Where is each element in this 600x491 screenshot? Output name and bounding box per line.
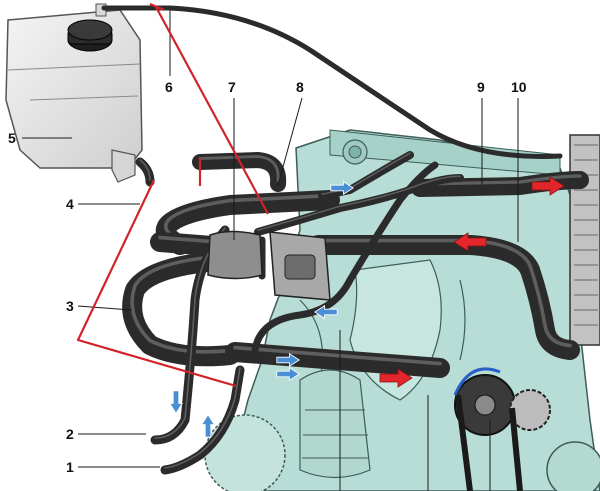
callout-number-5: 5: [8, 130, 16, 146]
water-pump-hub: [474, 394, 496, 416]
timing-belt: [455, 394, 523, 491]
hose-highlight: [154, 227, 226, 439]
leader-line-8: [277, 97, 303, 186]
hot-flow-arrow-icon: [453, 232, 487, 252]
radiator: [569, 134, 600, 346]
hose-highlight: [316, 238, 572, 348]
cold-flow-arrow-icon: [314, 304, 338, 320]
callout-number-3: 3: [66, 298, 74, 314]
expansion-tank-outlet: [111, 149, 136, 183]
thermostat-housing: [207, 230, 331, 301]
hose-highlight: [257, 175, 461, 231]
callout-number-8: 8: [296, 79, 304, 95]
expansion-tank-cap-top: [67, 19, 113, 41]
vent-line-lower: [76, 179, 237, 388]
engine-oil-filter-rib: [302, 409, 369, 459]
hoses: [101, 5, 589, 475]
leader-line-3: [77, 305, 133, 311]
thermostat-body: [207, 230, 263, 280]
hot-flow-arrow-icon: [531, 176, 565, 196]
engine-oil-filter: [299, 369, 371, 479]
hose-highlight: [198, 155, 280, 182]
flow-arrows: [168, 176, 565, 438]
callout-number-4: 4: [66, 196, 74, 212]
callout-number-10: 10: [511, 79, 527, 95]
hose-highlight: [164, 367, 241, 469]
callout-number-2: 2: [66, 426, 74, 442]
hot-flow-arrow-icon: [379, 368, 413, 388]
cold-flow-arrow-icon: [200, 414, 216, 438]
hose-thin-bypass: [254, 174, 464, 236]
oil-filler-cap-inner: [348, 145, 362, 159]
callout-number-7: 7: [228, 79, 236, 95]
hose-upper-short: [192, 152, 287, 192]
hose-highlight: [139, 159, 151, 181]
vent-line-tick: [149, 2, 165, 12]
callout-number-1: 1: [66, 459, 74, 475]
cold-flow-arrow-icon: [330, 180, 354, 196]
hose-highlight: [233, 345, 442, 366]
cold-flow-arrow-icon: [276, 366, 300, 382]
leader-lines: [22, 10, 519, 491]
callout-labels: 1 2 3 4 5 6 7 8 9 10: [8, 79, 527, 475]
engine-manifold-runner: [459, 279, 466, 361]
vent-line-upper: [155, 6, 269, 215]
hose-highlight: [130, 253, 232, 354]
callout-number-6: 6: [165, 79, 173, 95]
vent-line-overlay: [76, 2, 269, 388]
crankshaft-pulley: [546, 441, 600, 491]
radiator-core: [569, 134, 600, 346]
hose-large-loop: [225, 342, 450, 378]
hose-highlight: [158, 235, 214, 244]
water-pump-clamp: [453, 367, 501, 396]
cold-flow-arrow-icon: [168, 390, 184, 414]
expansion-tank-seam: [29, 95, 139, 101]
hose-large-loop: [150, 232, 222, 256]
callout-number-9: 9: [477, 79, 485, 95]
expansion-tank: [5, 3, 143, 183]
water-pump: [453, 367, 551, 491]
cold-flow-arrow-icon: [276, 352, 300, 368]
expansion-tank-seam: [7, 63, 141, 71]
thermostat-outlet: [284, 254, 316, 280]
